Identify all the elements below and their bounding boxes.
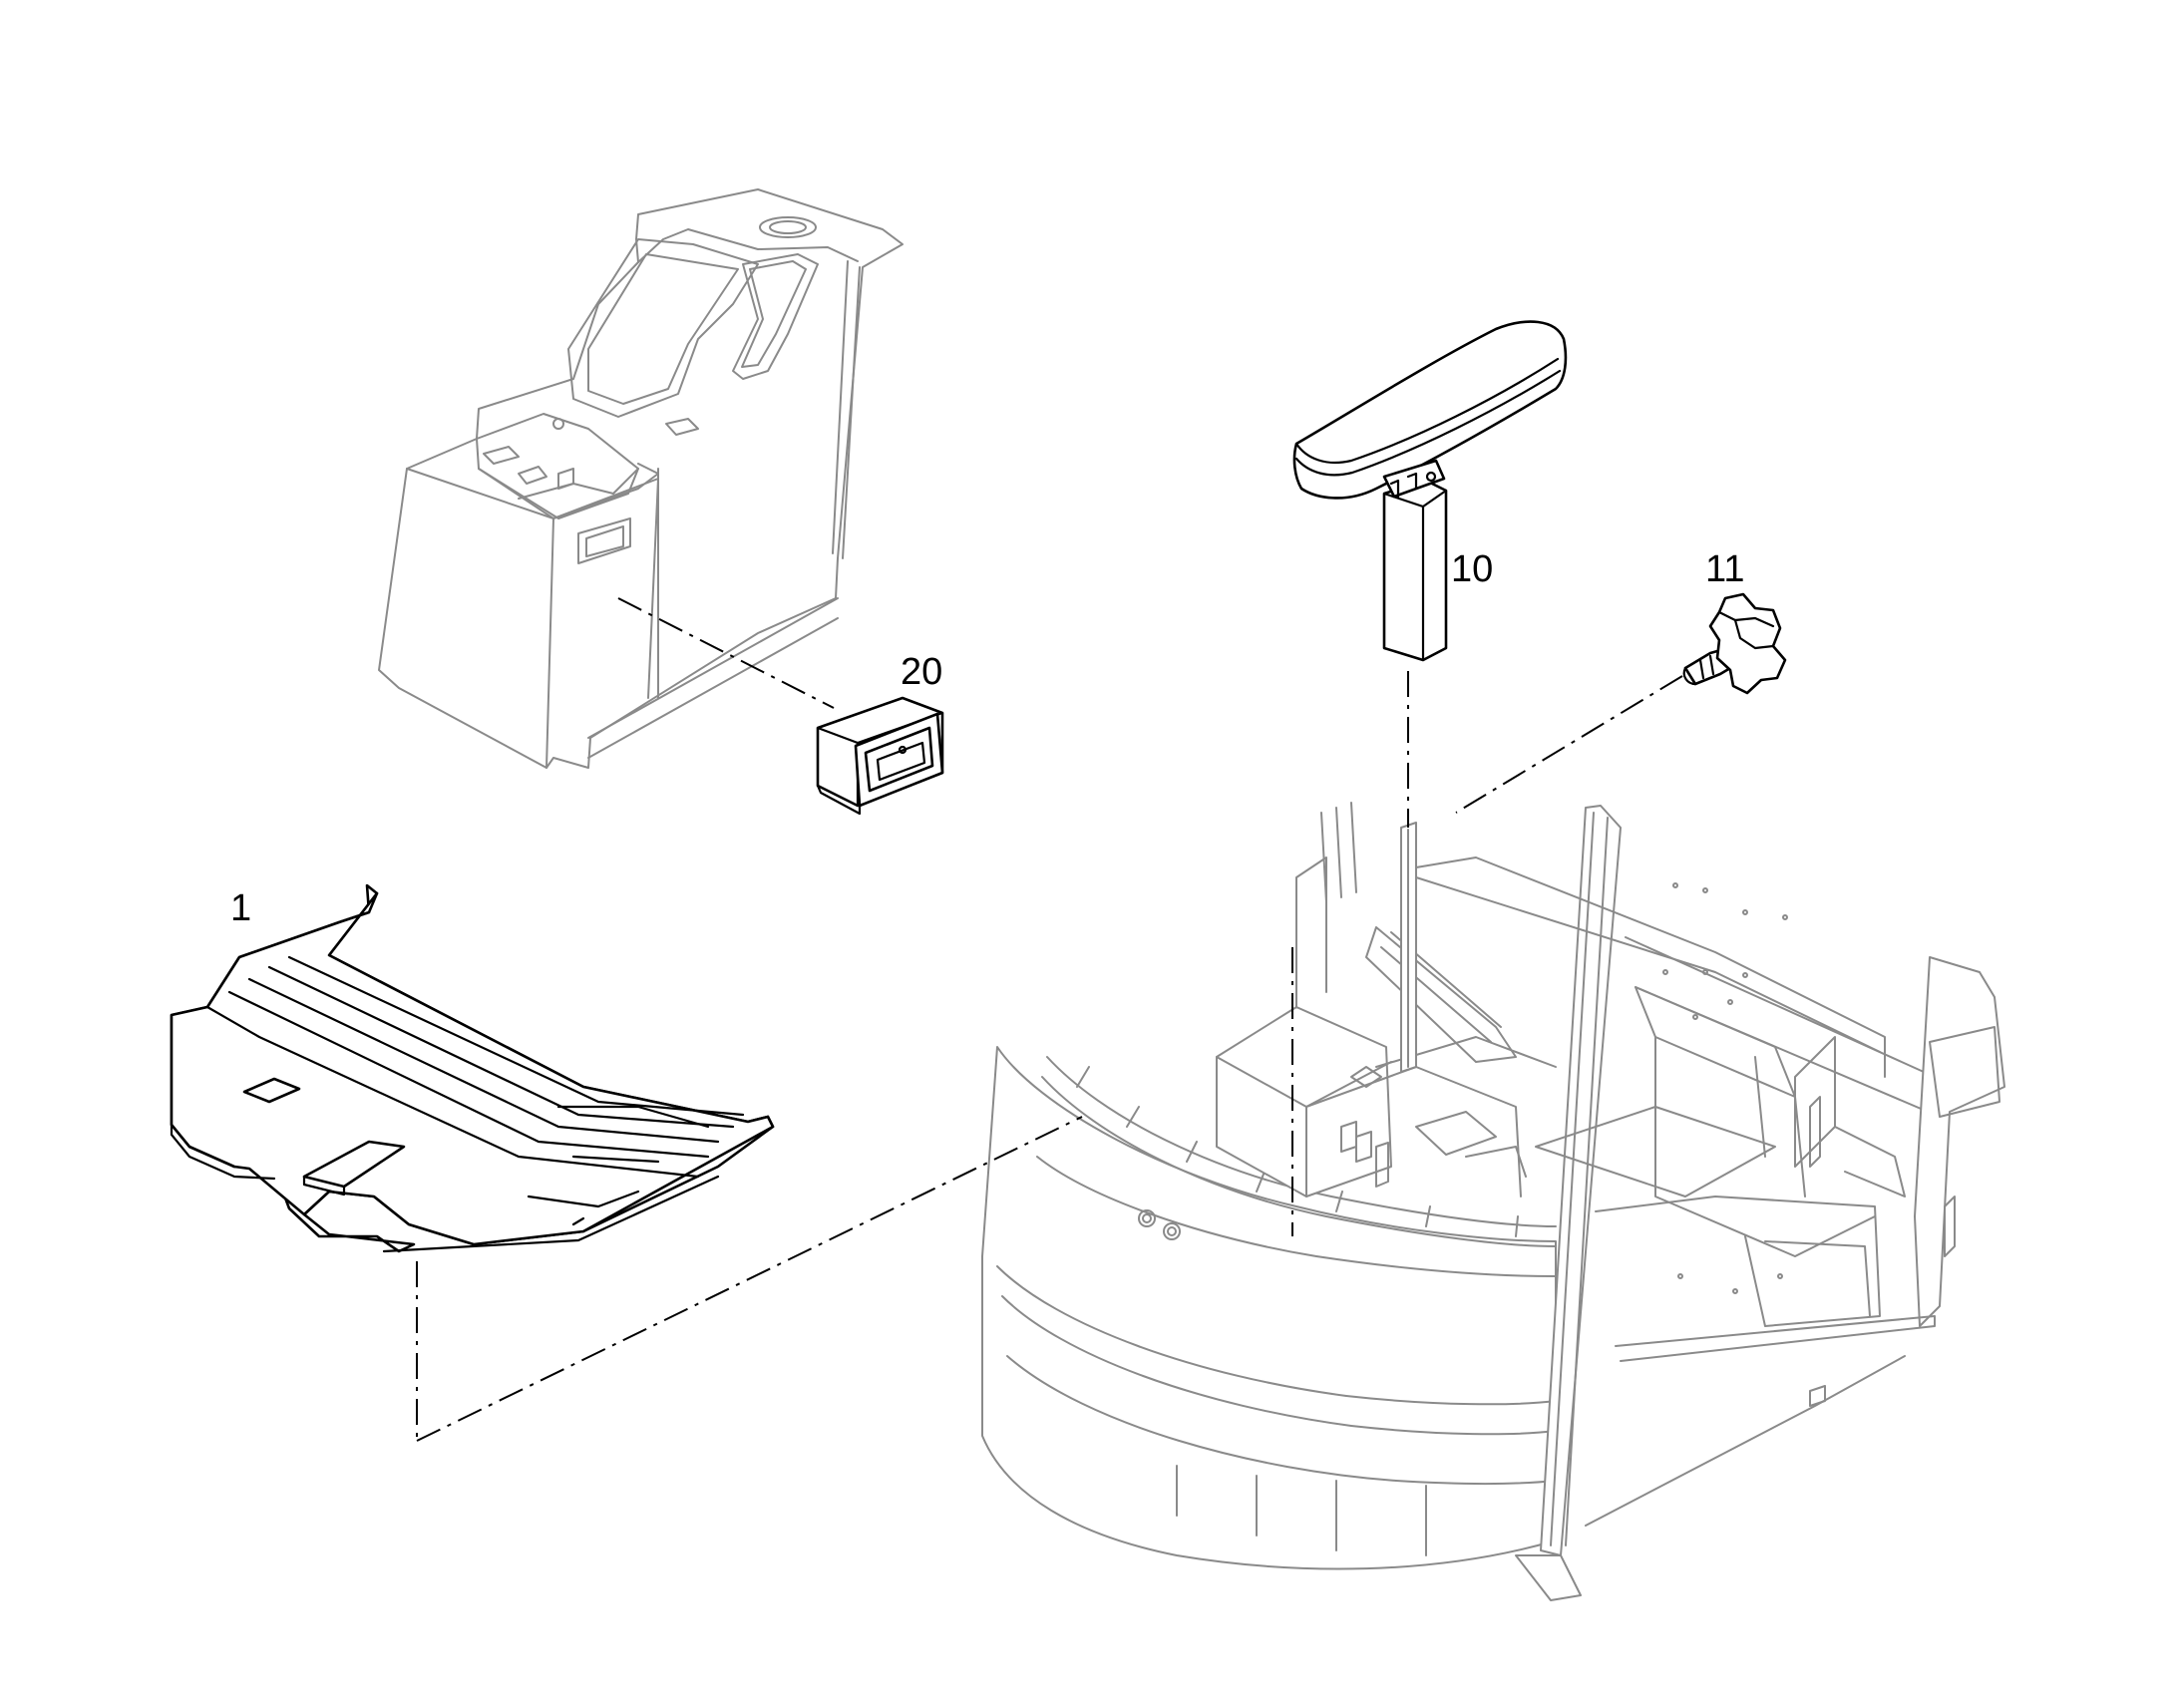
truck-chassis xyxy=(981,802,2005,1601)
leader-knob-to-mount xyxy=(1455,675,1683,814)
storage-box-part[interactable] xyxy=(816,696,944,816)
knob-part[interactable] xyxy=(1682,592,1787,695)
callout-box: 20 xyxy=(901,651,942,693)
leader-box-to-console xyxy=(617,597,835,709)
leader-lines xyxy=(416,597,1683,1442)
callout-floor-mat: 1 xyxy=(230,887,251,929)
rivet-dots xyxy=(1662,882,1788,1294)
callout-knob: 11 xyxy=(1705,548,1744,590)
armrest-part[interactable] xyxy=(1292,320,1568,662)
callout-armrest: 10 xyxy=(1451,548,1493,590)
floor-mat-part[interactable] xyxy=(170,883,775,1253)
control-console xyxy=(378,188,904,769)
leader-mat-diagonal xyxy=(416,1116,1083,1442)
